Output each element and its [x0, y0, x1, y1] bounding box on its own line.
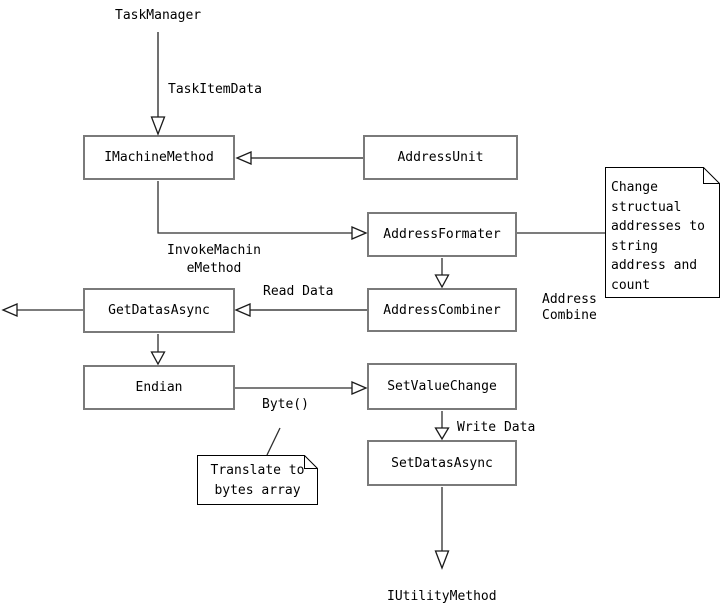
edge-setvaluechange-setdatasasync: [434, 411, 450, 441]
edge-addressformater-addresscombiner: [434, 258, 450, 289]
node-address-unit: AddressUnit: [363, 135, 518, 180]
edge-getdatasasync-endian: [150, 334, 166, 366]
note-change-addresses: Change structual addresses to string add…: [605, 167, 720, 298]
node-address-combiner: AddressCombiner: [367, 288, 517, 332]
label-iutility-method: IUtilityMethod: [387, 589, 497, 604]
node-endian: Endian: [83, 365, 235, 410]
note-text: Translate to bytes array: [210, 463, 305, 498]
label-task-manager: TaskManager: [115, 8, 202, 23]
node-address-formater: AddressFormater: [367, 212, 517, 257]
edge-addresscombiner-getdatasasync: [234, 303, 367, 317]
edge-setdatasasync-iutilitymethod: [434, 487, 450, 570]
edge-label-byte: Byte(): [262, 397, 309, 412]
edge-label-write-data: Write Data: [457, 420, 536, 435]
edge-label-task-item-data: TaskItemData: [168, 82, 262, 97]
edge-endian-setvaluechange: [235, 381, 368, 395]
note-text: Change structual addresses to string add…: [611, 180, 705, 293]
edge-getdatasasync-out-left: [1, 303, 83, 317]
edge-label-read-data: Read Data: [263, 284, 334, 299]
edge-taskmanager-imachinemethod: [150, 32, 166, 136]
note-shape: [605, 167, 720, 298]
note-translate-bytes: Translate to bytes array: [197, 455, 318, 505]
edge-note-translate-connector: [266, 427, 281, 456]
edge-addressunit-imachinemethod: [235, 151, 363, 165]
node-imachine-method: IMachineMethod: [83, 135, 235, 180]
note-shape: [197, 455, 318, 505]
edge-label-invoke-machine-method: InvokeMachin eMethod: [167, 243, 261, 276]
edge-imachinemethod-addressformater: [157, 181, 368, 240]
edge-label-address-combine: Address Combine: [542, 292, 597, 323]
node-set-datas-async: SetDatasAsync: [367, 440, 517, 486]
node-set-value-change: SetValueChange: [367, 363, 517, 410]
node-get-datas-async: GetDatasAsync: [83, 288, 235, 333]
